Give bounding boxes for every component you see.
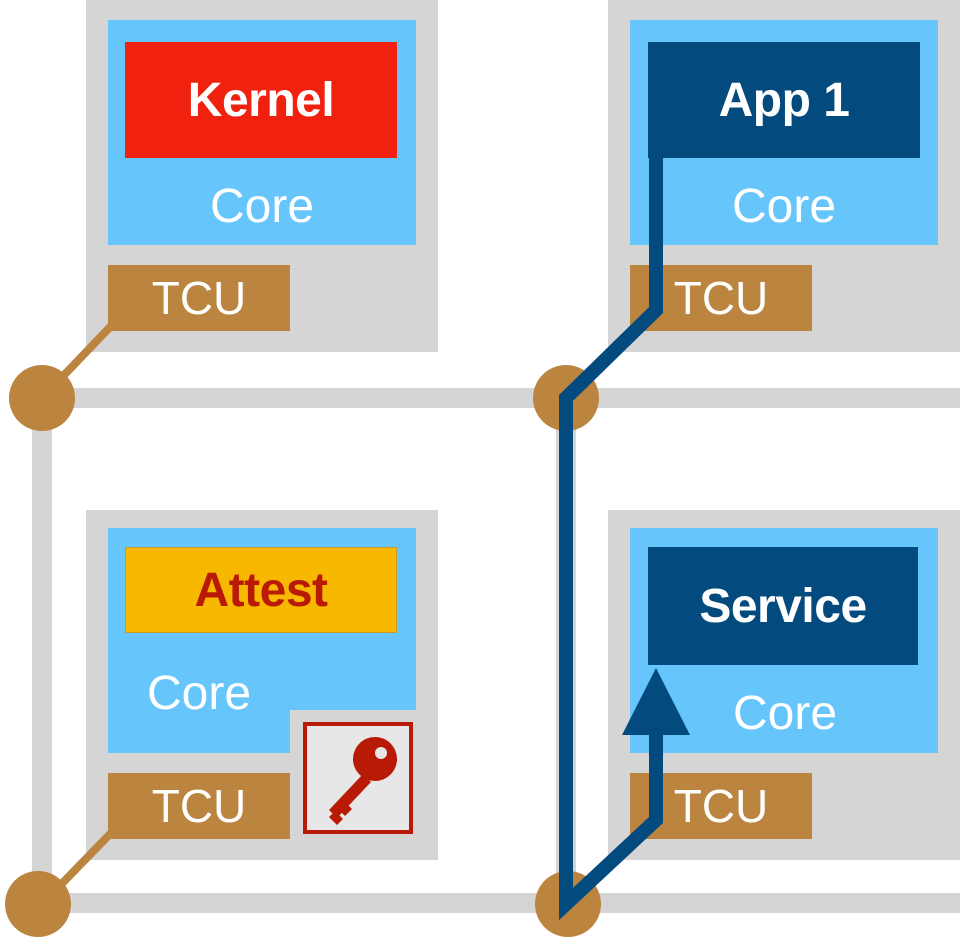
core-label-top-right: Core bbox=[630, 175, 938, 237]
key-icon-frame bbox=[303, 722, 413, 834]
core-text: Core bbox=[732, 686, 838, 740]
router-node-top-left bbox=[9, 365, 75, 431]
message-path bbox=[559, 158, 663, 921]
service-label: Service bbox=[699, 579, 867, 633]
app-box: App 1 bbox=[648, 42, 920, 158]
attest-box: Attest bbox=[125, 547, 397, 633]
core-text: Core bbox=[146, 666, 252, 720]
core-label-bottom-right: Core bbox=[690, 682, 880, 744]
tcu-text: TCU bbox=[673, 780, 769, 832]
noc-link-left bbox=[32, 398, 52, 903]
noc-link-top bbox=[30, 388, 960, 408]
tcu-text: TCU bbox=[151, 272, 247, 324]
tcu-bottom-left: TCU bbox=[108, 773, 290, 839]
core-label-top-left: Core bbox=[108, 175, 416, 237]
kernel-box: Kernel bbox=[125, 42, 397, 158]
app-label: App 1 bbox=[718, 73, 850, 127]
key-icon bbox=[329, 737, 397, 825]
attest-label: Attest bbox=[194, 563, 328, 617]
tcu-text: TCU bbox=[673, 272, 769, 324]
core-text: Core bbox=[731, 179, 837, 233]
message-arrow-head bbox=[622, 668, 690, 735]
tcu-text: TCU bbox=[151, 780, 247, 832]
kernel-label: Kernel bbox=[187, 73, 335, 127]
core-label-bottom-left: Core bbox=[108, 662, 290, 724]
noc-link-bottom bbox=[30, 893, 960, 913]
core-text: Core bbox=[209, 179, 315, 233]
router-node-bottom-left bbox=[5, 871, 71, 937]
tcu-top-left: TCU bbox=[108, 265, 290, 331]
service-box: Service bbox=[648, 547, 918, 665]
